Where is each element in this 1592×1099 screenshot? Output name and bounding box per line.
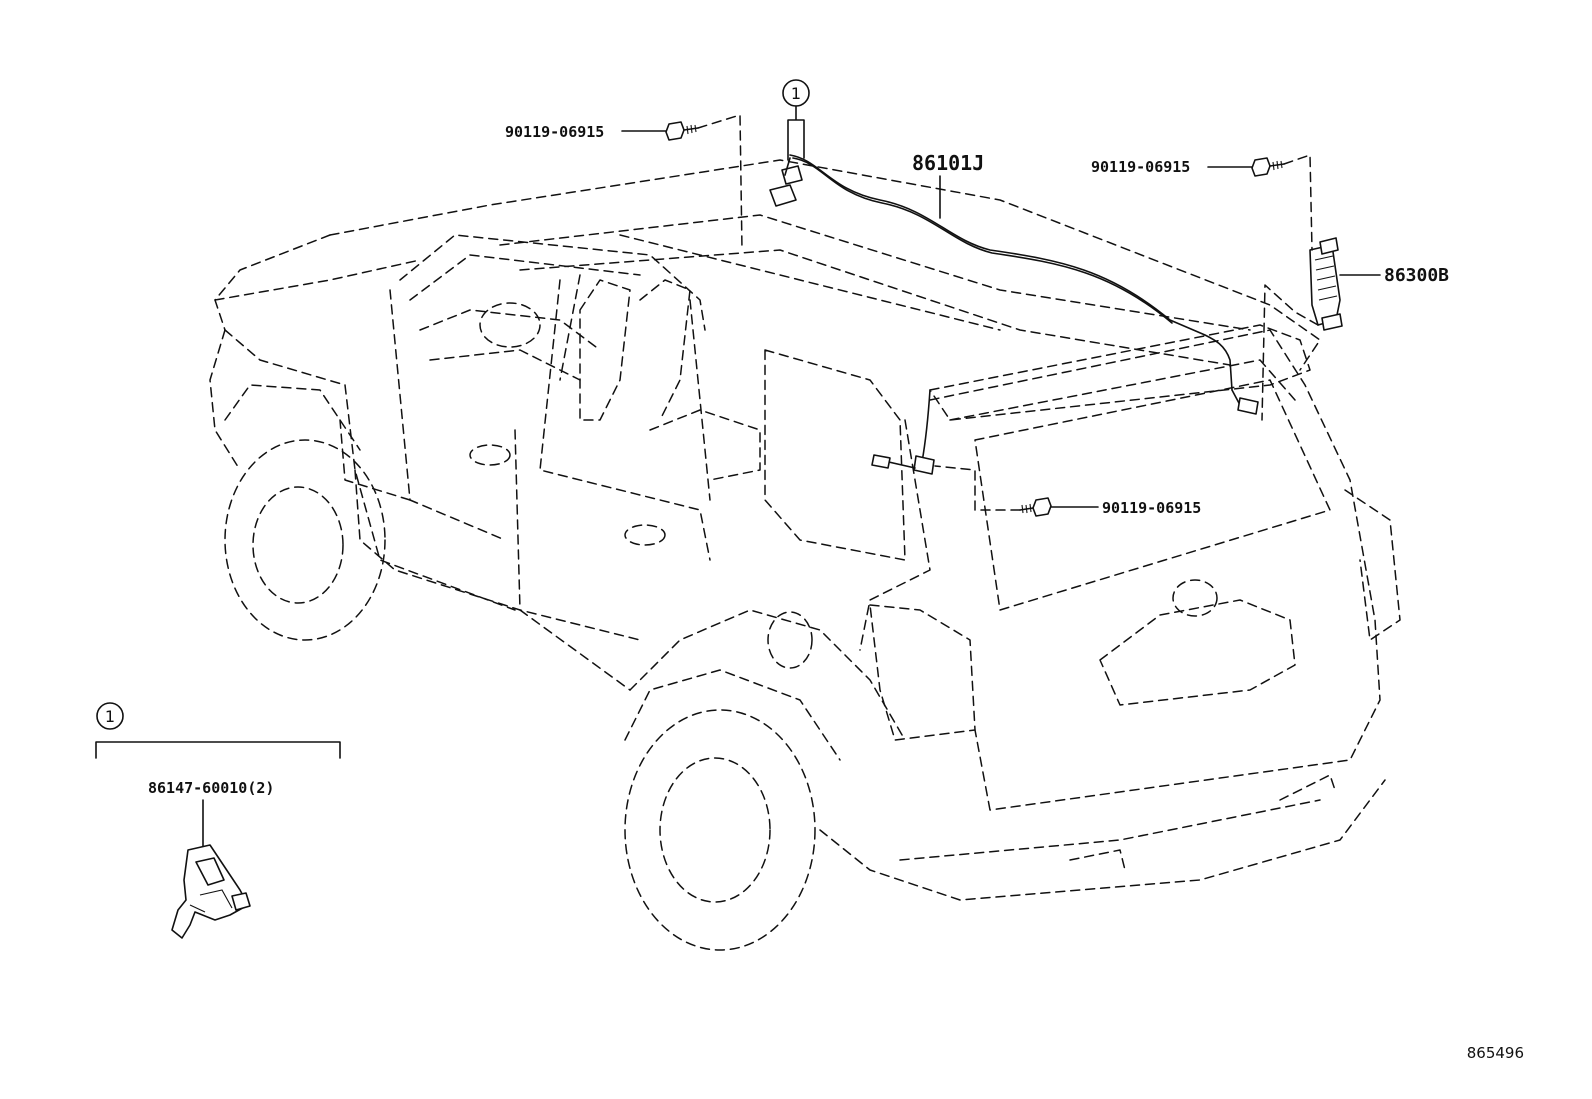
label-antenna-amplifier: 86300B	[1339, 265, 1449, 286]
diagram-reference-number: 865496	[1467, 1044, 1524, 1062]
antenna-cord-86101J	[769, 154, 1259, 475]
part-number-antenna-amplifier: 86300B	[1384, 265, 1449, 286]
bolt-center-icon	[1019, 497, 1052, 517]
label-antenna-cord: 86101J	[912, 151, 984, 219]
antenna-amplifier-86300B	[1309, 237, 1343, 331]
callout-number-detail: 1	[105, 707, 115, 726]
callout-marker-top: 1	[782, 79, 810, 161]
installation-leaders	[697, 114, 1319, 511]
clamp-icon	[171, 844, 251, 939]
bolt-left-icon	[665, 121, 699, 141]
callout-number-top: 1	[791, 84, 801, 103]
label-bolt-left: 90119-06915	[505, 123, 667, 141]
vehicle-body-outline	[209, 159, 1401, 951]
part-number-antenna-cord: 86101J	[912, 151, 984, 175]
part-number-bolt-left: 90119-06915	[505, 123, 604, 141]
part-number-clamp: 86147-60010(2)	[148, 779, 274, 797]
part-number-bolt-center: 90119-06915	[1102, 499, 1201, 517]
label-bolt-right: 90119-06915	[1091, 158, 1253, 176]
label-bolt-center: 90119-06915	[1050, 499, 1201, 517]
bolt-right-icon	[1251, 157, 1285, 177]
part-number-bolt-right: 90119-06915	[1091, 158, 1190, 176]
callout-detail-clamp: 1 86147-60010(2)	[95, 702, 341, 939]
